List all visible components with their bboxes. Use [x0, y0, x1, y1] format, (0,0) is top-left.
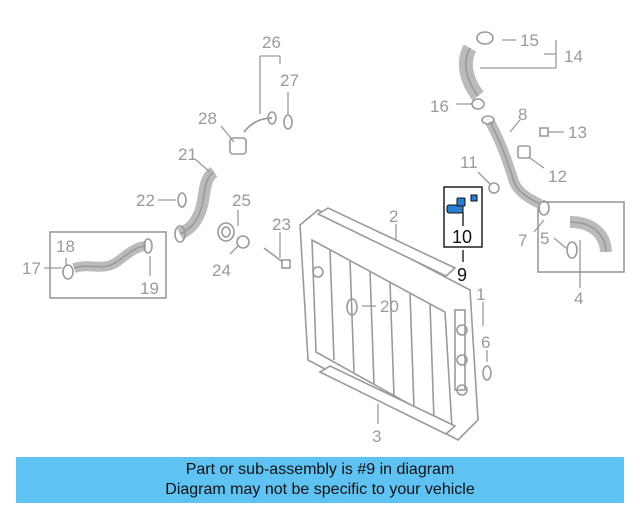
- ring-24: [236, 235, 250, 249]
- part-9-box: [443, 186, 483, 248]
- label-9: 9: [457, 265, 467, 285]
- label-24: 24: [212, 261, 231, 280]
- nut-11: [488, 182, 500, 194]
- info-banner: Part or sub-assembly is #9 in diagram Di…: [16, 457, 624, 503]
- callout-labels: 1 2 3 4 5 6 7 8 9 10 11 12 13 14 15 16 1…: [22, 31, 587, 446]
- clamp-27: [283, 114, 293, 130]
- part-10-sensor: [446, 194, 478, 214]
- inset-box-17: [49, 231, 167, 299]
- label-8: 8: [518, 105, 527, 124]
- clamp-16: [471, 98, 485, 110]
- label-25: 25: [232, 191, 251, 210]
- label-11: 11: [460, 153, 478, 172]
- label-22: 22: [136, 191, 155, 210]
- label-17: 17: [22, 259, 41, 278]
- label-3: 3: [372, 427, 381, 446]
- label-19: 19: [140, 279, 159, 298]
- label-13: 13: [568, 123, 587, 142]
- bolt-13: [539, 127, 549, 137]
- upper-seal-strip: [316, 207, 457, 277]
- bracket-12: [517, 145, 531, 159]
- label-28: 28: [198, 109, 217, 128]
- label-16: 16: [430, 97, 449, 116]
- label-14: 14: [564, 47, 583, 66]
- bolt-23: [263, 247, 291, 269]
- label-2: 2: [389, 207, 398, 226]
- inset-box-4: [537, 201, 625, 273]
- leader-lines: [44, 39, 581, 424]
- label-18: 18: [56, 237, 75, 256]
- banner-line-1: Part or sub-assembly is #9 in diagram: [185, 461, 455, 478]
- label-15: 15: [520, 31, 539, 50]
- label-27: 27: [280, 71, 299, 90]
- lower-seal-strip: [318, 365, 457, 435]
- coupler-25: [217, 222, 235, 242]
- label-10: 10: [452, 227, 472, 247]
- label-7: 7: [518, 231, 527, 250]
- label-4: 4: [574, 289, 583, 308]
- parts-diagram: 1 2 3 4 5 6 7 8 9 10 11 12 13 14 15 16 1…: [22, 31, 625, 446]
- label-20: 20: [380, 297, 399, 316]
- label-26: 26: [262, 33, 281, 52]
- clip-6: [482, 365, 492, 381]
- label-5: 5: [540, 229, 549, 248]
- label-6: 6: [481, 333, 490, 352]
- label-23: 23: [272, 215, 291, 234]
- label-21: 21: [178, 145, 197, 164]
- clip-20: [346, 298, 358, 316]
- intercooler-core: [299, 209, 479, 441]
- clamp-22: [177, 192, 187, 208]
- hose-inset-right: [569, 216, 612, 253]
- clamp-7: [538, 200, 550, 216]
- label-1: 1: [476, 285, 485, 304]
- banner-line-2: Diagram may not be specific to your vehi…: [165, 481, 475, 498]
- label-12: 12: [548, 167, 567, 186]
